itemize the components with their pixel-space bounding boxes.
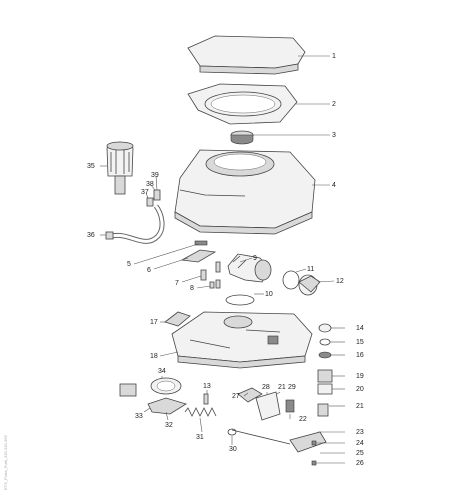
label-6: 6 — [147, 267, 151, 274]
label-28: 28 — [262, 384, 270, 391]
label-23: 23 — [356, 429, 364, 436]
label-8: 8 — [190, 285, 194, 292]
part-cylinder — [317, 403, 329, 417]
label-13: 13 — [203, 383, 211, 390]
part-upper-tank — [174, 149, 316, 235]
label-14: 14 — [356, 325, 364, 332]
label-32: 32 — [165, 422, 173, 429]
part-bracket — [237, 387, 281, 421]
part-rings — [282, 270, 321, 296]
label-19: 19 — [356, 373, 364, 380]
label-4: 4 — [332, 182, 336, 189]
label-24: 24 — [356, 440, 364, 447]
label-1: 1 — [332, 53, 336, 60]
label-16: 16 — [356, 352, 364, 359]
label-35: 35 — [87, 163, 95, 170]
part-screws — [200, 261, 221, 289]
label-21-top: 21 — [278, 384, 286, 391]
label-21-right: 21 — [356, 403, 364, 410]
part-handle — [164, 311, 191, 327]
label-15: 15 — [356, 339, 364, 346]
label-5: 5 — [127, 261, 131, 268]
label-29: 29 — [288, 384, 296, 391]
label-10: 10 — [265, 291, 273, 298]
part-lid — [187, 35, 306, 75]
label-37: 37 — [141, 189, 149, 196]
label-9: 9 — [253, 255, 257, 262]
side-code: ETS_Porta_Potti_335-345-365 — [3, 435, 8, 490]
label-33: 33 — [135, 413, 143, 420]
part-cap — [230, 130, 254, 145]
part-valve-small — [318, 323, 332, 359]
label-20: 20 — [356, 386, 364, 393]
part-pump — [106, 141, 134, 195]
label-38: 38 — [146, 181, 154, 188]
label-3: 3 — [332, 132, 336, 139]
part-lower-tank — [171, 311, 313, 369]
label-11: 11 — [307, 266, 314, 273]
part-rod — [231, 429, 327, 466]
part-elbow — [227, 253, 272, 283]
part-seat — [187, 83, 298, 125]
label-31: 31 — [196, 434, 204, 441]
label-34: 34 — [158, 368, 166, 375]
part-valve — [317, 369, 333, 395]
label-12: 12 — [336, 278, 344, 285]
leader-lines — [100, 55, 345, 464]
label-7: 7 — [175, 280, 179, 287]
label-39: 39 — [151, 172, 159, 179]
label-36: 36 — [87, 232, 95, 239]
part-oring — [225, 294, 255, 306]
label-22: 22 — [299, 416, 307, 423]
part-block — [285, 399, 295, 413]
label-17: 17 — [150, 319, 158, 326]
part-hose — [105, 189, 165, 244]
part-screw-13 — [203, 393, 209, 405]
part-clip — [227, 428, 237, 436]
label-2: 2 — [332, 101, 336, 108]
label-27: 27 — [232, 393, 240, 400]
label-26: 26 — [356, 460, 364, 467]
label-25: 25 — [356, 450, 364, 457]
label-30: 30 — [229, 446, 237, 453]
part-spring — [184, 407, 217, 417]
part-numbers: 1 2 3 4 5 6 7 8 9 10 11 12 13 14 15 16 1… — [87, 53, 364, 467]
part-slide-valve — [119, 377, 187, 415]
label-18: 18 — [150, 353, 158, 360]
part-indicator — [180, 240, 217, 263]
